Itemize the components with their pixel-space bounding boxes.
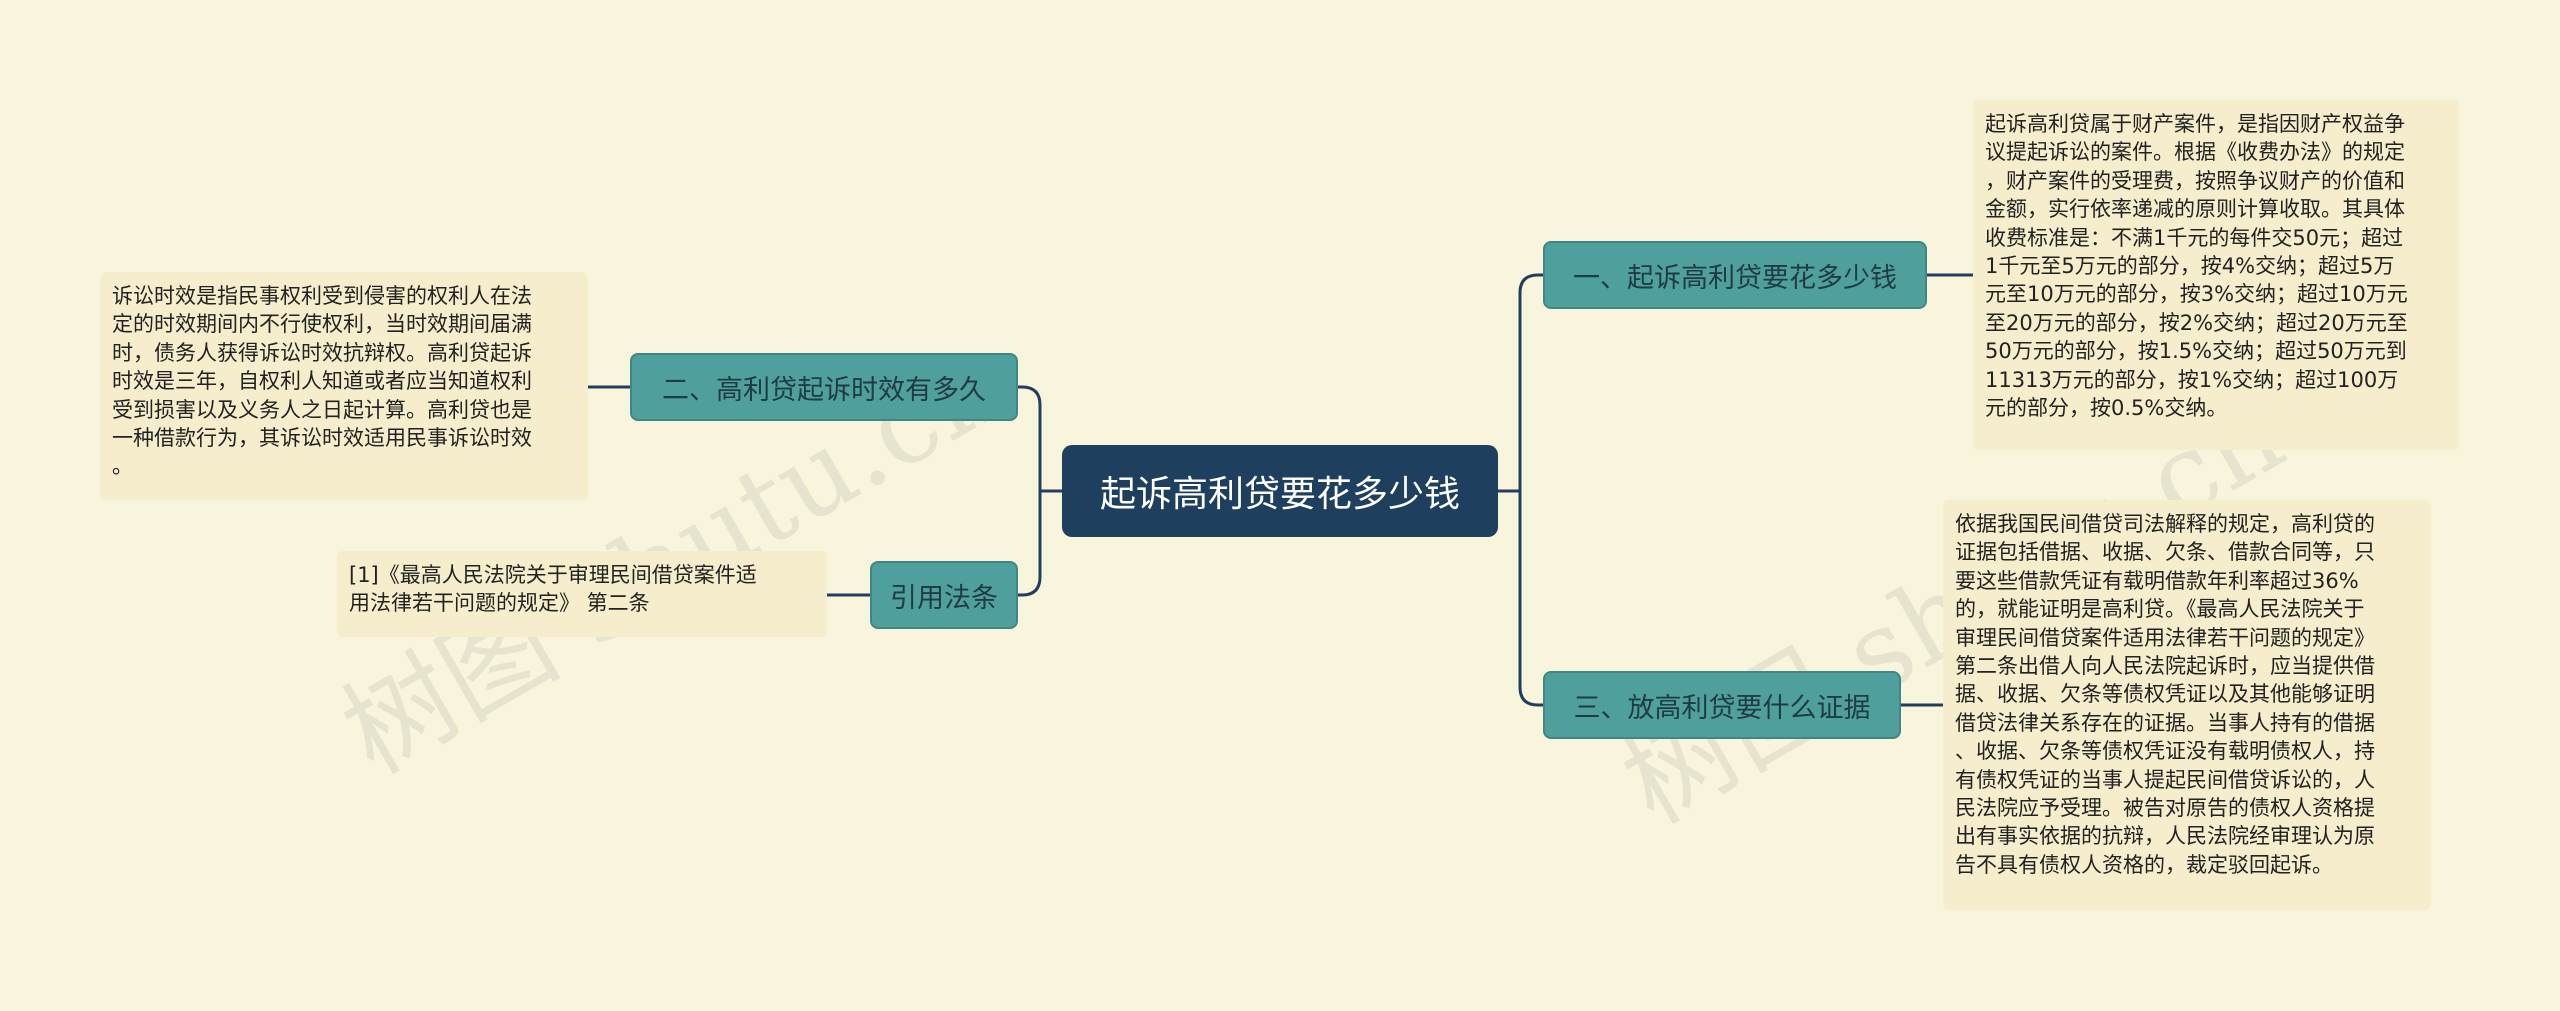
note-cited-law: [1]《最高人民法院关于审理民间借贷案件适 用法律若干问题的规定》 第二条 xyxy=(337,551,827,637)
note-evidence: 依据我国民间借贷司法解释的规定，高利贷的 证据包括借据、收据、欠条、借款合同等，… xyxy=(1943,500,2431,910)
link-root-t2 xyxy=(1018,385,1062,493)
topic-litigation-cost[interactable]: 一、起诉高利贷要花多少钱 xyxy=(1543,241,1927,309)
note-limitation-period: 诉讼时效是指民事权利受到侵害的权利人在法 定的时效期间内不行使权利，当时效期间届… xyxy=(100,272,588,500)
note-litigation-cost: 起诉高利贷属于财产案件，是指因财产权益争 议提起诉讼的案件。根据《收费办法》的规… xyxy=(1973,100,2459,450)
link-root-t4 xyxy=(1018,489,1062,597)
topic-evidence[interactable]: 三、放高利贷要什么证据 xyxy=(1543,671,1901,739)
link-root-t3 xyxy=(1498,489,1543,707)
topic-cited-law[interactable]: 引用法条 xyxy=(870,561,1018,629)
root-node[interactable]: 起诉高利贷要花多少钱 xyxy=(1062,445,1498,537)
link-root-t1 xyxy=(1498,273,1543,493)
topic-limitation-period[interactable]: 二、高利贷起诉时效有多久 xyxy=(630,353,1018,421)
